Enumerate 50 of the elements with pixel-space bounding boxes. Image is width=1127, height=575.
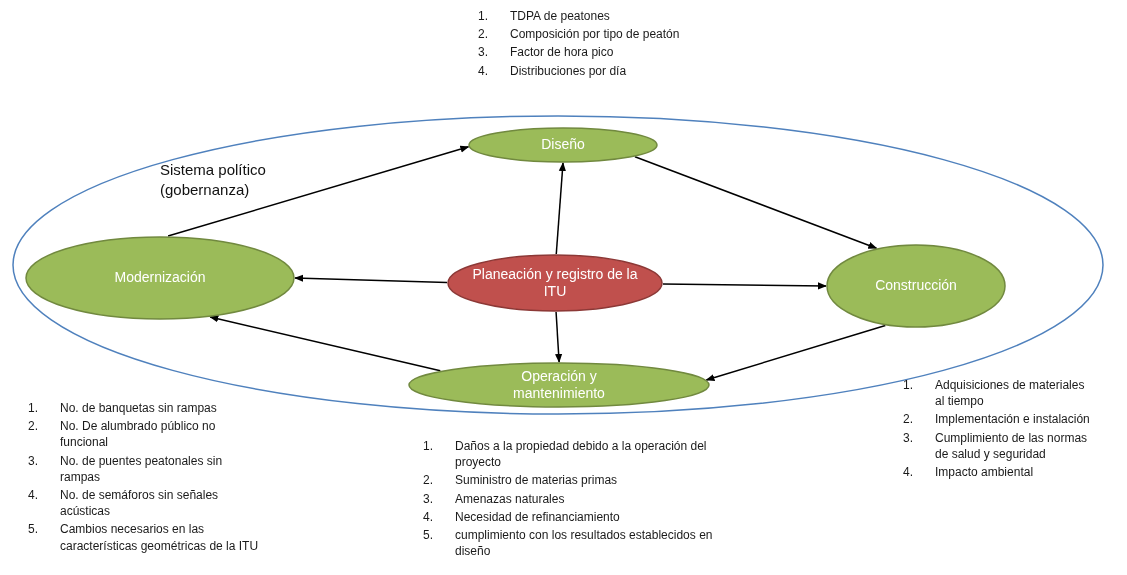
list-item-text: Cambios necesarios en las características geométricas de la ITU: [60, 521, 260, 554]
list-item-text: Impacto ambiental: [935, 463, 1034, 481]
list-item-text: No. de puentes peatonales sin rampas: [60, 452, 224, 485]
list-number: 5.: [28, 521, 39, 539]
list-item-text: TDPA de peatones: [510, 8, 610, 25]
arrow: [294, 274, 448, 284]
arrow: [555, 162, 566, 255]
list-number: 2.: [903, 411, 914, 428]
list-number: 3.: [478, 44, 489, 61]
list-number: 1.: [903, 377, 914, 394]
system-label: Sistema político (gobernanza): [160, 160, 267, 199]
list-number: 1.: [478, 8, 489, 25]
process-label: Diseño: [540, 136, 586, 154]
list-number: 4.: [478, 62, 489, 79]
list-number: 5.: [423, 526, 434, 544]
list-number: 2.: [423, 472, 434, 489]
list-item-text: Necesidad de refinanciamiento: [455, 508, 620, 525]
list-item-text: No. de banquetas sin rampas: [60, 400, 217, 417]
list-number: 4.: [903, 463, 914, 481]
list-number: 4.: [28, 486, 39, 504]
list-item-text: Adquisiciones de materiales al tiempo: [935, 377, 1086, 410]
list-item-text: Composición por tipo de peatón: [510, 26, 680, 43]
list-item-text: cumplimiento con los resultados establecidos en diseño: [455, 526, 714, 560]
list-number: 3.: [28, 452, 39, 470]
list-item-text: No. De alumbrado público no funcional: [60, 418, 217, 451]
process-label: Modernización: [113, 269, 207, 287]
list-number: 1.: [28, 400, 39, 417]
list-item-text: Cumplimiento de las normas de salud y seguridad: [935, 429, 1089, 462]
list-item-text: Distribuciones por día: [510, 62, 627, 79]
list-item-text: Suministro de materias primas: [455, 472, 618, 489]
list-number: 4.: [423, 508, 434, 525]
list-number: 2.: [478, 26, 489, 43]
arrow: [634, 156, 878, 249]
arrow: [662, 282, 827, 290]
list-item-text: Daños a la propiedad debido a la operación del proyecto: [455, 438, 708, 471]
process-label: Construcción: [874, 277, 958, 295]
process-label: Operación y mantenimiento: [512, 367, 606, 403]
process-label: Planeación y registro de la ITU: [471, 265, 639, 301]
arrow: [555, 311, 563, 363]
arrow: [209, 315, 442, 372]
list-item-text: Amenazas naturales: [455, 490, 565, 507]
list-number: 3.: [423, 490, 434, 507]
list-item-text: Factor de hora pico: [510, 44, 614, 61]
list-number: 2.: [28, 418, 39, 436]
list-number: 3.: [903, 429, 914, 447]
arrow: [705, 324, 887, 382]
list-number: 1.: [423, 438, 434, 455]
list-item-text: Implementación e instalación: [935, 411, 1090, 428]
list-item-text: No. de semáforos sin señales acústicas: [60, 486, 220, 520]
arrow: [167, 145, 470, 237]
